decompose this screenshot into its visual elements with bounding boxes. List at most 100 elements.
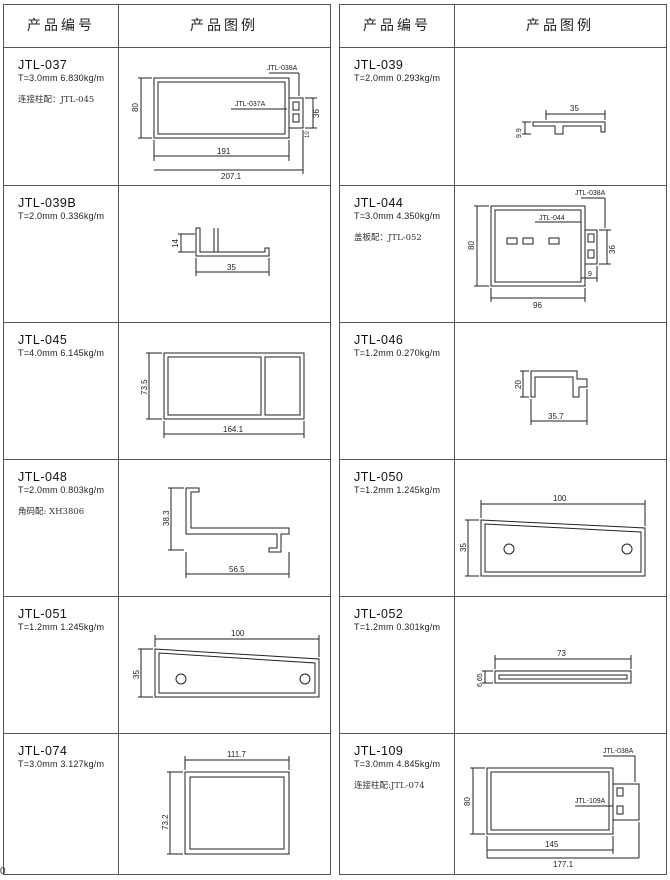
dimension-label: 35: [227, 263, 236, 272]
dimension-label: 35: [459, 543, 468, 552]
row-divider: [340, 459, 666, 460]
product-row: JTL-037 T=3.0mm 6.830kg/m 连接柱配：JTL-045: [4, 48, 330, 185]
profile-drawing: 35 9.9: [455, 48, 666, 185]
product-spec: T=1.2mm 0.270kg/m: [354, 348, 441, 358]
header-product-code: 产品编号: [363, 18, 431, 34]
dimension-label: JTL-044: [539, 215, 565, 222]
product-spec: T=3.0mm 6.830kg/m: [18, 73, 105, 83]
product-spec: T=1.2mm 1.245kg/m: [18, 622, 105, 632]
product-note: 连接柱配：JTL-045: [18, 95, 95, 105]
product-spec: T=2.0mm 0.293kg/m: [354, 73, 441, 83]
catalog-table-left: 产品编号 产品图例 JTL-037 T=3.0mm 6.830kg/m 连接柱配…: [3, 4, 331, 875]
product-spec: T=3.0mm 3.127kg/m: [18, 759, 105, 769]
product-row: JTL-074 T=3.0mm 3.127kg/m 111.7 73.2: [4, 734, 330, 871]
dimension-label: 145: [545, 840, 559, 849]
dimension-label: 96: [533, 301, 542, 310]
product-note: 角码配: XH3806: [18, 507, 85, 517]
profile-drawing: JTL-038A JTL-037A 80 36 10 191 207.1: [119, 48, 330, 185]
product-row: JTL-050 T=1.2mm 1.245kg/m 100 35: [340, 460, 666, 597]
row-divider: [4, 185, 330, 186]
row-divider: [4, 733, 330, 734]
dimension-label: JTL-038A: [603, 748, 634, 755]
product-code: JTL-039: [354, 58, 404, 72]
product-code: JTL-051: [18, 607, 68, 621]
product-code: JTL-044: [354, 196, 404, 210]
header-product-code: 产品编号: [27, 18, 95, 34]
product-code: JTL-109: [354, 744, 404, 758]
dimension-label: 6.65: [477, 673, 484, 687]
row-divider: [4, 596, 330, 597]
row-divider: [340, 733, 666, 734]
row-divider: [4, 459, 330, 460]
dimension-label: 35: [570, 104, 579, 113]
product-row: JTL-052 T=1.2mm 0.301kg/m 73 6.65: [340, 597, 666, 734]
product-spec: T=1.2mm 1.245kg/m: [354, 485, 441, 495]
product-spec: T=1.2mm 0.301kg/m: [354, 622, 441, 632]
dimension-label: 56.5: [229, 565, 245, 574]
dimension-label: 38.3: [162, 510, 171, 526]
dimension-label: 80: [131, 103, 140, 112]
dimension-label: 36: [608, 245, 617, 254]
product-spec: T=4.0mm 6.145kg/m: [18, 348, 105, 358]
dimension-label: 10: [305, 131, 311, 138]
header-product-image: 产品图例: [526, 18, 594, 34]
dimension-label: 111.7: [227, 750, 246, 759]
profile-drawing: 20 35.7: [455, 323, 666, 460]
dimension-label: 177.1: [553, 860, 574, 869]
row-divider: [340, 185, 666, 186]
catalog-table-right: 产品编号 产品图例 JTL-039 T=2.0mm 0.293kg/m 35: [339, 4, 667, 875]
dimension-label: JTL-037A: [235, 101, 266, 108]
row-divider: [4, 47, 330, 48]
product-spec: T=3.0mm 4.350kg/m: [354, 211, 441, 221]
profile-drawing: 100 35: [455, 460, 666, 597]
product-note: 盖板配：JTL-052: [354, 233, 422, 243]
product-code: JTL-074: [18, 744, 68, 758]
row-divider: [340, 47, 666, 48]
dimension-label: JTL-038A: [267, 65, 298, 72]
product-row: JTL-046 T=1.2mm 0.270kg/m 20 35.7: [340, 323, 666, 460]
product-row: JTL-045 T=4.0mm 6.145kg/m 73.5 164.1: [4, 323, 330, 460]
dimension-label: 207.1: [221, 172, 242, 181]
product-code: JTL-045: [18, 333, 68, 347]
profile-drawing: JTL-038A JTL-109A 80 145 177.1: [455, 734, 666, 871]
dimension-label: 191: [217, 147, 231, 156]
product-code: JTL-037: [18, 58, 68, 72]
dimension-label: 20: [514, 380, 523, 389]
dimension-label: 9.9: [516, 128, 523, 138]
product-code: JTL-050: [354, 470, 404, 484]
profile-drawing: 73 6.65: [455, 597, 666, 734]
column-divider: [118, 5, 119, 874]
dimension-label: JTL-038A: [575, 190, 606, 197]
profile-drawing: JTL-038A JTL-044 80 36 9 96: [455, 186, 666, 323]
dimension-label: 73: [557, 649, 566, 658]
dimension-label: 35: [132, 670, 141, 679]
row-divider: [340, 322, 666, 323]
dimension-label: JTL-109A: [575, 798, 606, 805]
row-divider: [4, 322, 330, 323]
page-number: 0: [0, 866, 6, 877]
profile-drawing: 100 35: [119, 597, 330, 734]
product-note: 连接柱配:JTL-074: [354, 781, 425, 791]
product-code: JTL-052: [354, 607, 404, 621]
product-row: JTL-051 T=1.2mm 1.245kg/m 100 35: [4, 597, 330, 734]
header-product-image: 产品图例: [190, 18, 258, 34]
product-row: JTL-048 T=2.0mm 0.803kg/m 角码配: XH3806 38…: [4, 460, 330, 597]
dimension-label: 36: [312, 109, 321, 118]
dimension-label: 80: [467, 241, 476, 250]
dimension-label: 100: [553, 494, 567, 503]
dimension-label: 14: [171, 239, 180, 248]
dimension-label: 80: [463, 797, 472, 806]
product-code: JTL-046: [354, 333, 404, 347]
dimension-label: 73.5: [140, 379, 149, 395]
product-code: JTL-048: [18, 470, 68, 484]
profile-drawing: 111.7 73.2: [119, 734, 330, 871]
dimension-label: 9: [588, 271, 592, 278]
product-row: JTL-039B T=2.0mm 0.336kg/m 14 35: [4, 186, 330, 323]
profile-drawing: 73.5 164.1: [119, 323, 330, 460]
product-row: JTL-109 T=3.0mm 4.845kg/m 连接柱配:JTL-074: [340, 734, 666, 871]
product-row: JTL-039 T=2.0mm 0.293kg/m 35 9.9: [340, 48, 666, 185]
column-divider: [454, 5, 455, 874]
product-spec: T=2.0mm 0.336kg/m: [18, 211, 105, 221]
dimension-label: 100: [231, 629, 245, 638]
product-row: JTL-044 T=3.0mm 4.350kg/m 盖板配：JTL-052: [340, 186, 666, 323]
